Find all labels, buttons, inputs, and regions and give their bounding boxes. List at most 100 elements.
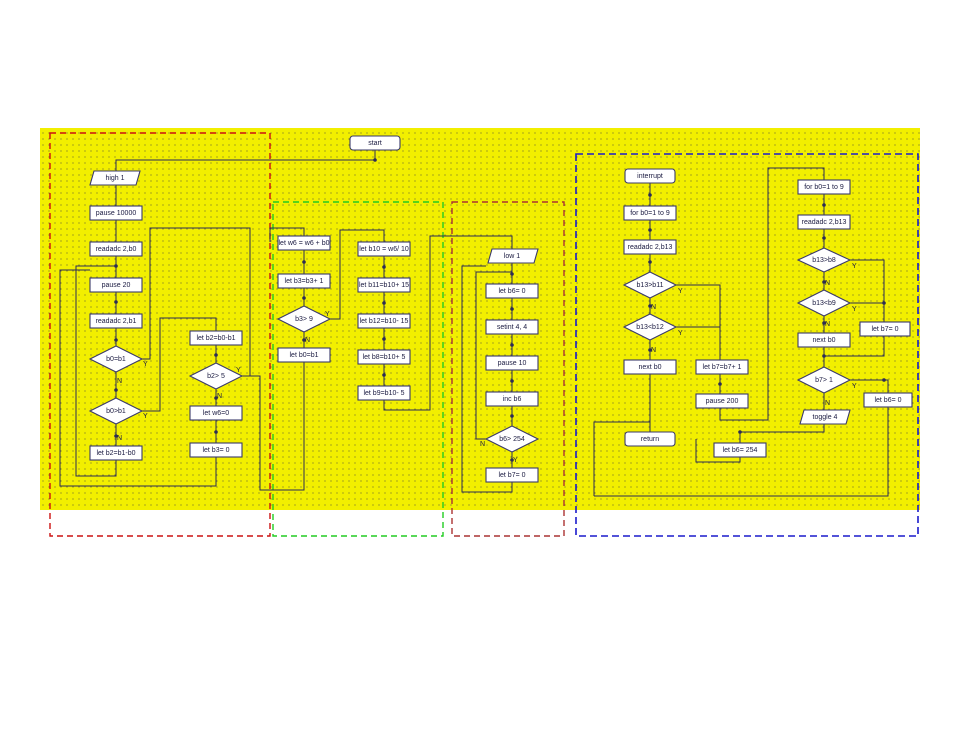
setint-label: setint 4, 4: [497, 324, 527, 331]
let-b0-b1-block[interactable]: let b0=b1: [277, 347, 331, 363]
decision-b6-gt-254-label: b6> 254: [499, 436, 525, 443]
let-b0-b1-label: let b0=b1: [290, 352, 319, 359]
readadc-b1-block[interactable]: readadc 2,b1: [89, 313, 143, 329]
let-b6-0-block-b[interactable]: let b6= 0: [863, 392, 913, 408]
let-b11-label: let b11=b10+ 15: [359, 282, 409, 289]
decision-b3-gt-9[interactable]: b3> 9: [276, 305, 332, 333]
decision-b13-lt-b12[interactable]: b13<b12: [622, 313, 678, 341]
decision-b2-gt-5[interactable]: b2> 5: [188, 362, 244, 390]
branch-labels: Y N Y N Y N Y N N Y Y N Y N Y N Y N Y N: [117, 263, 857, 464]
next-b0-label-a: next b0: [639, 364, 662, 371]
branch-no-label: N: [825, 400, 830, 407]
return-block[interactable]: return: [624, 431, 676, 447]
for-b0-label-a: for b0=1 to 9: [630, 210, 670, 217]
decision-b0-gt-b1-label: b0>b1: [106, 408, 126, 415]
let-b7-0-label: let b7= 0: [498, 472, 525, 479]
pause-10-block[interactable]: pause 10: [485, 355, 539, 371]
decision-b13-gt-b8-label: b13>b8: [812, 257, 836, 264]
let-b7-0-block[interactable]: let b7= 0: [485, 467, 539, 483]
next-b0-block-a[interactable]: next b0: [623, 359, 677, 375]
pause-10000-block[interactable]: pause 10000: [89, 205, 143, 221]
pause-200-label: pause 200: [706, 398, 739, 405]
let-b10-label: let b10 = w6/ 10: [359, 246, 409, 253]
readadc-b13-label-b: readadc 2,b13: [802, 219, 847, 226]
let-b6-0-block[interactable]: let b6= 0: [485, 283, 539, 299]
branch-yes-label: Y: [143, 361, 148, 368]
branch-yes-label: Y: [143, 413, 148, 420]
group-frame-interrupt: [575, 153, 919, 537]
branch-no-label: N: [117, 435, 122, 442]
branch-no-label: N: [217, 393, 222, 400]
decision-b0-eq-b1-label: b0=b1: [106, 356, 126, 363]
decision-b7-gt-1-label: b7> 1: [815, 377, 833, 384]
let-w6-sum-label: let w6 = w6 + b0: [279, 240, 330, 247]
setint-block[interactable]: setint 4, 4: [485, 319, 539, 335]
let-b9-label: let b9=b10- 5: [363, 390, 404, 397]
readadc-b13-block-a[interactable]: readadc 2,b13: [623, 239, 677, 255]
next-b0-block-b[interactable]: next b0: [797, 332, 851, 348]
branch-no-label: N: [825, 280, 830, 287]
decision-b2-gt-5-label: b2> 5: [207, 373, 225, 380]
let-w6-0-block[interactable]: let w6=0: [189, 405, 243, 421]
readadc-b13-label-a: readadc 2,b13: [628, 244, 673, 251]
start-block[interactable]: start: [349, 135, 401, 151]
grid-dots: [40, 128, 920, 510]
branch-no-label: N: [480, 441, 485, 448]
readadc-b0-block[interactable]: readadc 2,b0: [89, 241, 143, 257]
pause-20-label: pause 20: [102, 282, 131, 289]
branch-yes-label: Y: [236, 367, 241, 374]
interrupt-block[interactable]: interrupt: [624, 168, 676, 184]
decision-b7-gt-1[interactable]: b7> 1: [796, 366, 852, 394]
low-1-label: low 1: [504, 253, 520, 260]
let-b10-block[interactable]: let b10 = w6/ 10: [357, 241, 411, 257]
toggle-4-label: toggle 4: [813, 414, 838, 421]
branch-yes-label: Y: [852, 263, 857, 270]
decision-b0-eq-b1[interactable]: b0=b1: [88, 345, 144, 373]
decision-b6-gt-254[interactable]: b6> 254: [484, 425, 540, 453]
decision-b13-lt-b12-label: b13<b12: [636, 324, 664, 331]
let-b8-block[interactable]: let b8=b10+ 5: [357, 349, 411, 365]
decision-b3-gt-9-label: b3> 9: [295, 316, 313, 323]
decision-b13-gt-b8[interactable]: b13>b8: [796, 247, 852, 273]
decision-b13-gt-b11-label: b13>b11: [637, 282, 664, 289]
let-b9-block[interactable]: let b9=b10- 5: [357, 385, 411, 401]
let-b3-inc-label: let b3=b3+ 1: [285, 278, 324, 285]
readadc-b13-block-b[interactable]: readadc 2,b13: [797, 214, 851, 230]
branch-no-label: N: [117, 378, 122, 385]
let-b2-b0-b1-block[interactable]: let b2=b0-b1: [189, 330, 243, 346]
toggle-4-block[interactable]: toggle 4: [799, 409, 851, 425]
high-1-block[interactable]: high 1: [89, 170, 141, 186]
let-b7-0-block-b[interactable]: let b7= 0: [859, 321, 911, 337]
branch-yes-label: Y: [678, 288, 683, 295]
let-b6-0-label: let b6= 0: [498, 288, 525, 295]
branch-no-label: N: [651, 304, 656, 311]
let-b3-0-block[interactable]: let b3= 0: [189, 442, 243, 458]
let-b7-inc-block[interactable]: let b7=b7+ 1: [695, 359, 749, 375]
branch-yes-label: Y: [325, 311, 330, 318]
branch-yes-label: Y: [678, 330, 683, 337]
pause-200-block[interactable]: pause 200: [695, 393, 749, 409]
for-b0-block-b[interactable]: for b0=1 to 9: [797, 179, 851, 195]
branch-yes-label: Y: [852, 306, 857, 313]
branch-no-label: N: [825, 321, 830, 328]
next-b0-label-b: next b0: [813, 337, 836, 344]
decision-b13-lt-b9[interactable]: b13<b9: [796, 289, 852, 317]
decision-b13-lt-b9-label: b13<b9: [812, 300, 836, 307]
pause-20-block[interactable]: pause 20: [89, 277, 143, 293]
decision-b13-gt-b11[interactable]: b13>b11: [622, 271, 678, 299]
low-1-block[interactable]: low 1: [487, 248, 539, 264]
branch-no-label: N: [305, 337, 310, 344]
let-w6-sum-block[interactable]: let w6 = w6 + b0: [277, 235, 331, 251]
let-b3-inc-block[interactable]: let b3=b3+ 1: [277, 273, 331, 289]
let-b6-254-block[interactable]: let b6= 254: [713, 442, 767, 458]
inc-b6-block[interactable]: inc b6: [485, 391, 539, 407]
for-b0-block-a[interactable]: for b0=1 to 9: [623, 205, 677, 221]
group-frame-average: [272, 201, 444, 537]
start-block-label: start: [368, 140, 382, 147]
let-b12-block[interactable]: let b12=b10- 15: [357, 313, 411, 329]
let-b2-b1-b0-block[interactable]: let b2=b1-b0: [89, 445, 143, 461]
decision-b0-gt-b1[interactable]: b0>b1: [88, 397, 144, 425]
let-b11-block[interactable]: let b11=b10+ 15: [357, 277, 411, 293]
let-b7-inc-label: let b7=b7+ 1: [703, 364, 742, 371]
